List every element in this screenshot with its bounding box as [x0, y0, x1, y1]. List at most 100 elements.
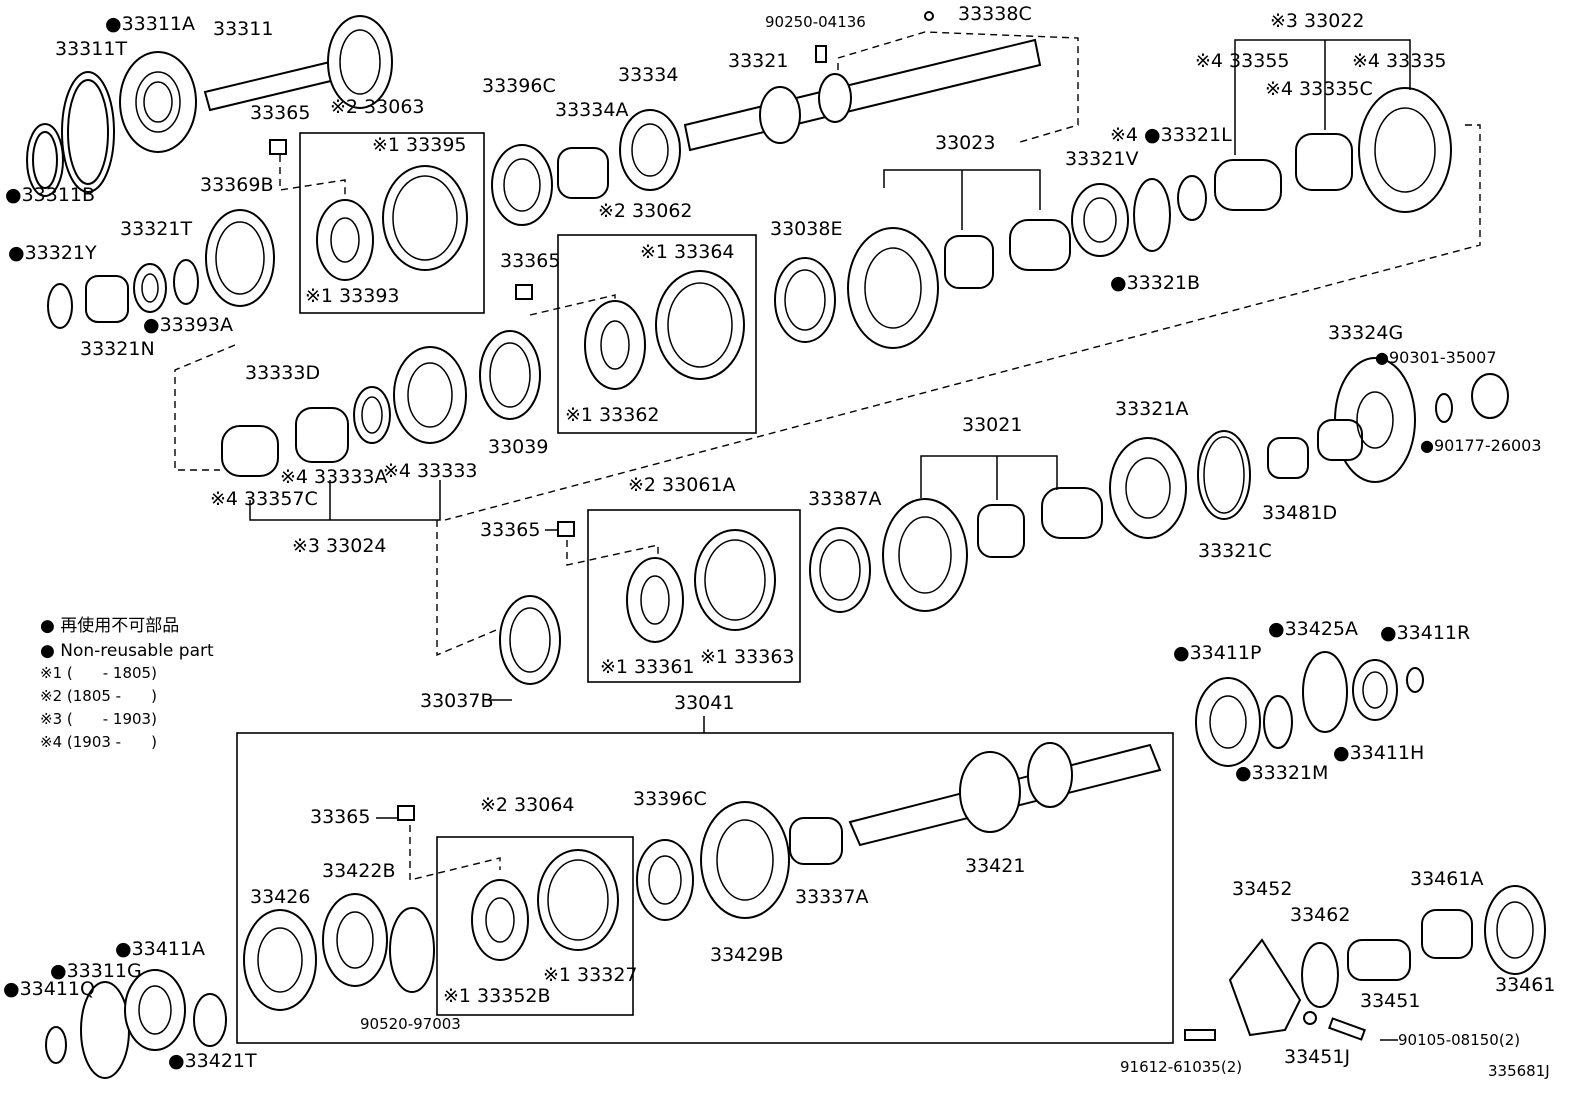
label-33461: 33461	[1495, 974, 1556, 996]
gear-33396C-bottom	[636, 839, 694, 921]
label-33461A: 33461A	[1410, 868, 1484, 890]
bearing-33321A	[1109, 437, 1187, 539]
snap-33393A	[173, 259, 199, 305]
hub-33361	[626, 557, 684, 643]
label-33411A: ●33411A	[115, 938, 206, 960]
bolt-91612-61035	[1184, 1029, 1216, 1041]
sleeve-33364	[655, 270, 745, 380]
label-33061A: ※2 33061A	[628, 474, 736, 496]
collar-33355	[1214, 159, 1282, 211]
group-box-33064	[436, 836, 634, 1016]
sleeve-33451	[1347, 939, 1411, 981]
label-33321T: 33321T	[120, 218, 193, 240]
label-33321Y: ●33321Y	[8, 242, 97, 264]
needle-bearing-33333A	[295, 407, 349, 463]
ring-90520-97003	[389, 907, 435, 993]
label-33334A: 33334A	[555, 99, 629, 121]
label-33452: 33452	[1232, 878, 1293, 900]
label-33311B: ●33311B	[5, 184, 96, 206]
group-box-33063	[299, 132, 485, 314]
washer-33451J	[1303, 1011, 1317, 1025]
gear-33422B	[322, 893, 388, 987]
group-box-33061A	[587, 509, 801, 683]
needle-bearing-33337A	[789, 817, 843, 865]
legend-jp: 再使用不可部品	[60, 616, 180, 636]
label-33396C-b: 33396C	[633, 788, 707, 810]
label-33395: ※1 33395	[372, 134, 467, 156]
bearing-33411P	[1195, 677, 1261, 767]
label-33362: ※1 33362	[565, 404, 660, 426]
label-91612-61035: 91612-61035(2)	[1120, 1058, 1243, 1076]
flange-33324G	[1317, 357, 1416, 483]
legend-en: Non-reusable part	[60, 641, 214, 661]
collar-33023	[1009, 219, 1071, 271]
label-33311: 33311	[213, 18, 274, 40]
label-33064: ※2 33064	[480, 794, 575, 816]
needle-bearing-33461A	[1421, 909, 1473, 959]
label-33321M: ●33321M	[1235, 762, 1329, 784]
label-33038E: 33038E	[770, 218, 843, 240]
label-33337A: 33337A	[795, 886, 869, 908]
label-33352B: ※1 33352B	[443, 985, 551, 1007]
bearing-33426	[243, 909, 317, 1011]
countershaft-33421	[848, 742, 1162, 847]
label-90520-97003: 90520-97003	[360, 1015, 461, 1033]
legend-note-3: ※3 ( - 1903)	[40, 710, 157, 728]
key-33365-c	[557, 521, 575, 537]
label-33327: ※1 33327	[543, 964, 638, 986]
snap-33321M	[1263, 695, 1293, 749]
label-33021: 33021	[962, 414, 1023, 436]
bearing-33321V	[1071, 183, 1129, 257]
bearing-33311A	[119, 51, 197, 153]
legend-note-4: ※4 (1903 - )	[40, 733, 157, 751]
output-shaft-33321	[683, 38, 1042, 152]
label-33387A: 33387A	[808, 488, 882, 510]
ring-33321C	[1197, 430, 1251, 520]
label-33321B: ●33321B	[1110, 272, 1201, 294]
label-33022: ※3 33022	[1270, 10, 1365, 32]
label-33393: ※1 33393	[305, 285, 400, 307]
label-33422B: 33422B	[322, 860, 396, 882]
label-33024: ※3 33024	[292, 535, 387, 557]
label-33335C: ※4 33335C	[1265, 78, 1373, 100]
nut-90177-26003	[1471, 373, 1509, 419]
label-33311G: ●33311G	[50, 960, 142, 982]
plug-33338C	[924, 11, 934, 21]
label-33462: 33462	[1290, 904, 1351, 926]
label-33364: ※1 33364	[640, 241, 735, 263]
collar-33021	[1041, 487, 1103, 539]
label-33411Q: ●33411Q	[3, 978, 95, 1000]
collar-33357C	[221, 425, 279, 477]
label-33321A: 33321A	[1115, 398, 1189, 420]
gear-33429B	[700, 801, 790, 919]
group-box-33041	[236, 732, 1174, 1044]
gear-33334	[619, 109, 681, 191]
label-33333D: 33333D	[245, 362, 321, 384]
label-33393A: ●33393A	[143, 314, 234, 336]
hub-33362	[584, 300, 646, 390]
gear-33396C-top	[491, 144, 553, 226]
group-box-33062	[557, 234, 757, 434]
label-33063: ※2 33063	[330, 96, 425, 118]
hub-33352B	[471, 879, 529, 961]
label-33321C: 33321C	[1198, 540, 1272, 562]
label-33041: 33041	[674, 692, 735, 714]
label-90105-08150: 90105-08150(2)	[1398, 1031, 1521, 1049]
gear-33021	[882, 498, 968, 612]
bearing-33411H	[1352, 659, 1398, 721]
sleeve-33327	[537, 849, 619, 951]
label-33451J: 33451J	[1284, 1046, 1351, 1068]
label-33333: ※4 33333	[383, 460, 478, 482]
legend-bullet-icon: ●	[40, 641, 55, 661]
label-33357C: ※4 33357C	[210, 488, 318, 510]
bolt-90105-08150	[1328, 1017, 1366, 1041]
label-33311A: ●33311A	[105, 13, 196, 35]
label-33333A: ※4 33333A	[280, 466, 388, 488]
label-33335: ※4 33335	[1352, 50, 1447, 72]
label-33321N: 33321N	[80, 338, 155, 360]
key-33365-d	[397, 805, 415, 821]
needle-bearing-33335C	[1295, 133, 1353, 191]
label-33321L: ※4 ●33321L	[1110, 124, 1232, 146]
